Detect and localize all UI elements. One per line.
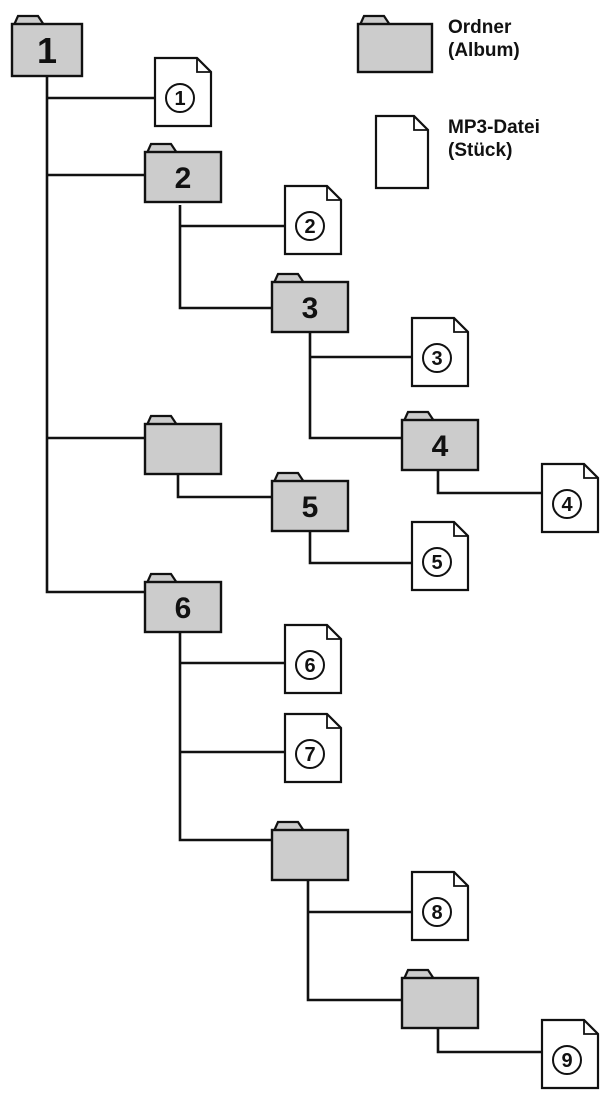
connector-line xyxy=(436,1024,542,1054)
track-number-circle xyxy=(552,1045,582,1075)
legend-file-label: MP3-Datei (Stück) xyxy=(448,116,540,162)
file-page xyxy=(283,184,343,256)
folder-number: 2 xyxy=(175,162,192,195)
track-number: 9 xyxy=(561,1050,572,1072)
file-fold xyxy=(453,872,468,887)
mp3-file-4: 4 xyxy=(540,462,600,534)
folder-number: 4 xyxy=(432,430,449,463)
track-number: 5 xyxy=(431,552,442,574)
folder-body xyxy=(356,22,434,74)
file-fold xyxy=(196,58,211,73)
legend-file-label-line1: MP3-Datei xyxy=(448,117,540,138)
legend-folder-label: Ordner (Album) xyxy=(448,16,520,62)
mp3-file-8: 8 xyxy=(410,870,470,942)
file-page xyxy=(283,623,343,695)
folder-body xyxy=(400,418,480,472)
file-page xyxy=(540,462,600,534)
connector-line xyxy=(178,616,272,842)
connector-line xyxy=(306,866,402,1002)
mp3-file-1: 1 xyxy=(153,56,213,128)
connector-line xyxy=(308,333,402,440)
track-number: 4 xyxy=(561,494,573,516)
connector-line xyxy=(436,462,542,495)
file-fold xyxy=(413,116,428,131)
file-page xyxy=(410,870,470,942)
folder-album-unnamed xyxy=(143,414,223,476)
folder-number: 3 xyxy=(302,292,319,325)
connector-lines xyxy=(45,76,542,1054)
folder-album-5: 5 xyxy=(270,471,350,533)
file-icon xyxy=(374,114,430,190)
file-fold xyxy=(326,186,341,201)
folder-album-6: 6 xyxy=(143,572,223,634)
track-number-circle xyxy=(422,897,452,927)
legend-folder-label-line2: (Album) xyxy=(448,40,520,61)
folder-album-1: 1 xyxy=(10,14,84,78)
connector-line xyxy=(45,76,145,594)
folder-icon xyxy=(356,14,434,74)
track-number-circle xyxy=(422,343,452,373)
mp3-file-5: 5 xyxy=(410,520,470,592)
connector-line xyxy=(308,525,412,565)
track-number-circle xyxy=(552,489,582,519)
track-number-circle xyxy=(295,650,325,680)
legend-folder-label-line1: Ordner xyxy=(448,17,512,38)
file-fold xyxy=(453,522,468,537)
track-number: 7 xyxy=(304,744,315,766)
folder-album-3: 3 xyxy=(270,272,350,334)
folder-body xyxy=(270,280,350,334)
file-fold xyxy=(326,625,341,640)
legend-file-shape xyxy=(374,114,430,190)
folder-body xyxy=(143,422,223,476)
file-page xyxy=(374,114,430,190)
folder-number: 1 xyxy=(37,30,57,71)
folder-body xyxy=(143,580,223,634)
track-number: 3 xyxy=(431,348,442,370)
track-number-circle xyxy=(165,83,195,113)
mp3-file-7: 7 xyxy=(283,712,343,784)
file-page xyxy=(540,1018,600,1090)
folder-album-unnamed xyxy=(270,820,350,882)
file-fold xyxy=(583,464,598,479)
file-page xyxy=(410,520,470,592)
track-number: 6 xyxy=(304,655,315,677)
folder-album-4: 4 xyxy=(400,410,480,472)
mp3-file-2: 2 xyxy=(283,184,343,256)
file-page xyxy=(283,712,343,784)
legend-file-label-line2: (Stück) xyxy=(448,140,513,161)
folder-body xyxy=(400,976,480,1030)
folder-body xyxy=(270,479,350,533)
file-fold xyxy=(453,318,468,333)
mp3-file-9: 9 xyxy=(540,1018,600,1090)
track-number: 1 xyxy=(174,88,185,110)
track-number-circle xyxy=(295,739,325,769)
mp3-file-3: 3 xyxy=(410,316,470,388)
connector-line xyxy=(178,205,272,310)
folder-number: 5 xyxy=(302,491,319,524)
file-fold xyxy=(583,1020,598,1035)
track-number-circle xyxy=(422,547,452,577)
folder-body xyxy=(270,828,350,882)
mp3-file-6: 6 xyxy=(283,623,343,695)
file-page xyxy=(410,316,470,388)
track-number: 8 xyxy=(431,902,442,924)
legend-folder-shape xyxy=(356,14,434,74)
folder-body xyxy=(10,22,84,78)
track-number-circle xyxy=(295,211,325,241)
track-number: 2 xyxy=(304,216,315,238)
file-fold xyxy=(326,714,341,729)
folder-number: 6 xyxy=(175,592,192,625)
folder-album-2: 2 xyxy=(143,142,223,204)
folder-album-unnamed xyxy=(400,968,480,1030)
folder-body xyxy=(143,150,223,204)
file-page xyxy=(153,56,213,128)
